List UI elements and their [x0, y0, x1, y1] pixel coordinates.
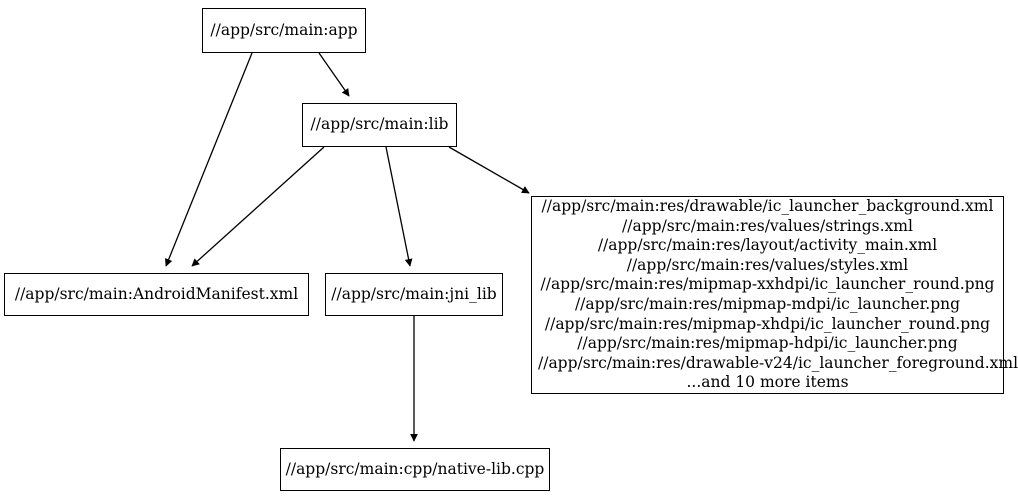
res-line-mipmap-xxhdpi-ic-launcher-round: //app/src/main:res/mipmap-xxhdpi/ic_laun… — [540, 275, 995, 294]
graph-node-app[interactable]: //app/src/main:app — [202, 8, 366, 53]
res-line-mipmap-xhdpi-ic-launcher-round: //app/src/main:res/mipmap-xhdpi/ic_launc… — [544, 314, 991, 333]
edge-lib-to-jni-lib — [385, 146, 413, 267]
graph-node-lib[interactable]: //app/src/main:lib — [302, 103, 457, 147]
edge-app-to-manifest — [165, 52, 253, 267]
graph-node-lib-label: //app/src/main:lib — [310, 115, 449, 134]
graph-node-native-lib-cpp-label: //app/src/main:cpp/native-lib.cpp — [285, 459, 545, 478]
graph-node-android-manifest-label: //app/src/main:AndroidManifest.xml — [14, 284, 299, 303]
res-line-layout-activity-main: //app/src/main:res/layout/activity_main.… — [597, 236, 938, 255]
edge-lib-to-res — [448, 146, 530, 194]
graph-node-res-group[interactable]: //app/src/main:res/drawable/ic_launcher_… — [531, 196, 1018, 394]
res-line-values-strings: //app/src/main:res/values/strings.xml — [622, 216, 913, 235]
edge-lib-to-manifest — [191, 146, 325, 267]
res-line-more-items: ...and 10 more items — [686, 373, 849, 392]
res-line-drawable-v24-ic-launcher-foreground: //app/src/main:res/drawable-v24/ic_launc… — [538, 353, 1018, 372]
graph-node-app-label: //app/src/main:app — [210, 20, 358, 39]
graph-node-native-lib-cpp[interactable]: //app/src/main:cpp/native-lib.cpp — [280, 448, 550, 491]
graph-node-jni-lib-label: //app/src/main:jni_lib — [331, 284, 497, 303]
graph-node-res-group-label: //app/src/main:res/drawable/ic_launcher_… — [538, 197, 1018, 393]
res-line-mipmap-hdpi-ic-launcher: //app/src/main:res/mipmap-hdpi/ic_launch… — [577, 334, 958, 353]
res-line-values-styles: //app/src/main:res/values/styles.xml — [626, 255, 909, 274]
graph-node-jni-lib[interactable]: //app/src/main:jni_lib — [325, 273, 503, 316]
graph-node-android-manifest[interactable]: //app/src/main:AndroidManifest.xml — [4, 273, 309, 316]
res-line-drawable-ic-launcher-background: //app/src/main:res/drawable/ic_launcher_… — [541, 197, 994, 216]
res-line-mipmap-mdpi-ic-launcher: //app/src/main:res/mipmap-mdpi/ic_launch… — [574, 295, 961, 313]
edge-app-to-lib — [318, 52, 350, 97]
